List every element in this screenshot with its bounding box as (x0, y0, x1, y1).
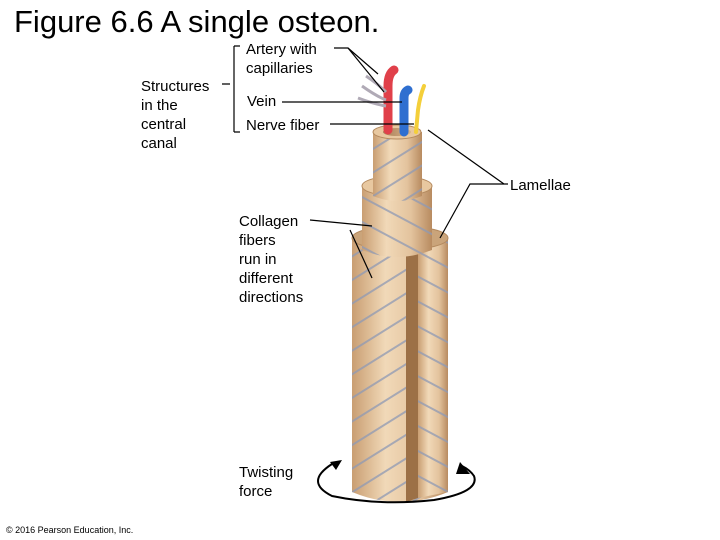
label-structures-central-canal: Structures in the central canal (141, 78, 210, 152)
copyright-notice: © 2016 Pearson Education, Inc. (6, 525, 134, 535)
label-vein: Vein (247, 93, 277, 110)
artery (357, 65, 399, 135)
label-lamellae: Lamellae (510, 177, 571, 194)
inner-lamella (372, 124, 422, 201)
twisting-force-arrow (317, 460, 476, 504)
label-nerve-fiber: Nerve fiber (246, 117, 320, 134)
label-artery: Artery with capillaries (246, 41, 317, 77)
leader-lines (222, 45, 508, 279)
label-collagen-fibers: Collagen fibers run in different directi… (239, 213, 304, 306)
nerve (414, 84, 426, 134)
vein (399, 85, 413, 137)
label-twisting-force: Twisting force (239, 464, 294, 500)
figure-title: Figure 6.6 A single osteon. (14, 4, 380, 39)
outer-lamella (351, 225, 449, 502)
